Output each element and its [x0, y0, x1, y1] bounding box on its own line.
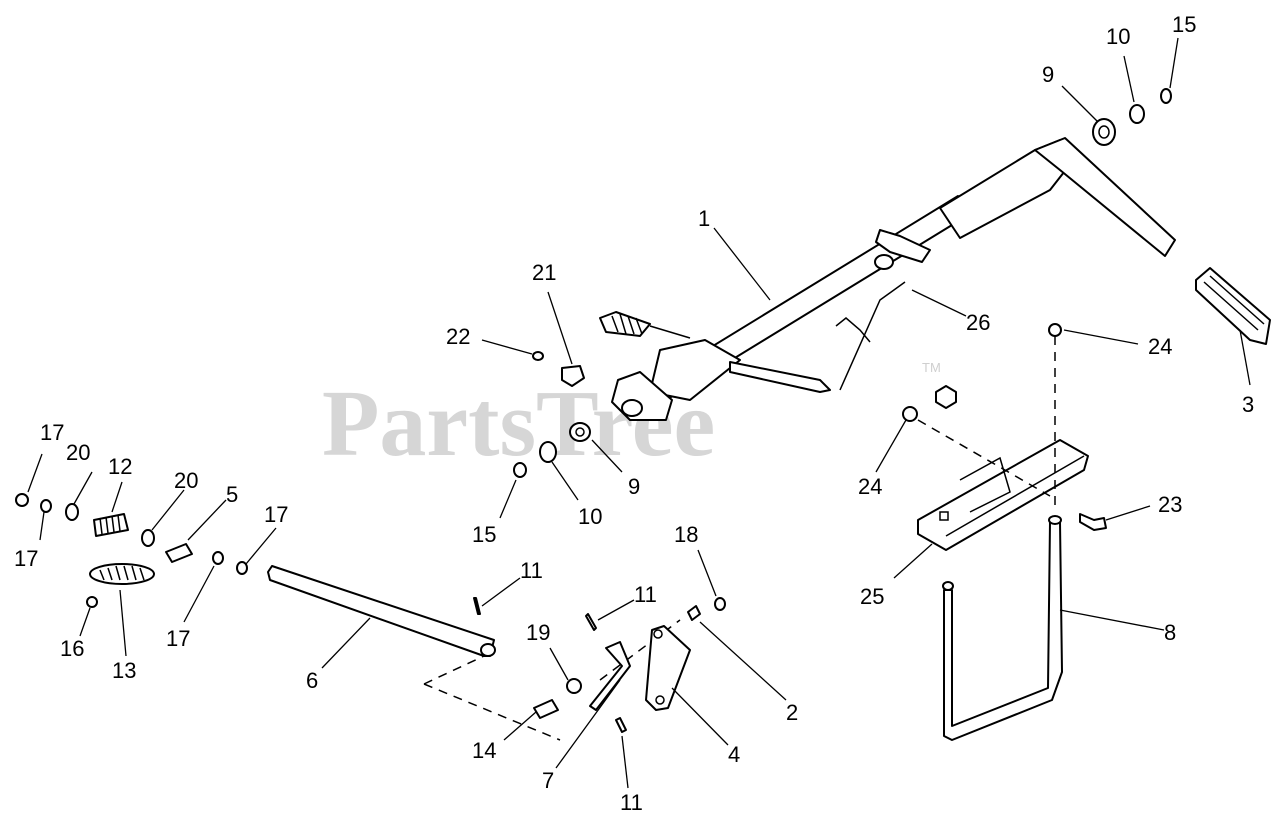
nut-lower-part — [902, 406, 918, 422]
washer-left-b-part — [141, 529, 155, 547]
callout-11-upper-right: 11 — [634, 582, 657, 607]
e-clip-center-part — [513, 462, 527, 478]
callout-24-upper: 24 — [1148, 334, 1172, 359]
callout-labels: 1 2 3 4 5 6 7 8 9 9 10 10 11 11 11 12 13… — [14, 12, 1254, 815]
alignment-line-rod-upper — [423, 655, 485, 685]
pin-c-part — [615, 717, 627, 733]
ring-center-part — [539, 441, 557, 463]
e-clip-top-part — [1160, 88, 1172, 104]
callout-11-upper-left: 11 — [520, 558, 543, 583]
washer-center-part — [569, 422, 591, 442]
small-bolt-part — [532, 351, 544, 361]
u-rod-part — [942, 515, 1063, 741]
callout-23: 23 — [1158, 492, 1182, 517]
nut-left-c-part — [212, 551, 224, 565]
compression-spring-part — [93, 513, 129, 537]
callout-17-right: 17 — [264, 502, 288, 527]
callout-12: 12 — [108, 454, 132, 479]
pedal-shaft-part — [611, 137, 1176, 421]
bracket-bolt-part — [1079, 513, 1107, 531]
callout-13: 13 — [112, 658, 136, 683]
watermark-trademark: TM — [922, 360, 941, 375]
bolt-14-part — [533, 699, 559, 719]
callout-5: 5 — [226, 482, 238, 507]
callout-2: 2 — [786, 700, 798, 725]
pedal-pad-part — [1195, 267, 1271, 345]
pin-2-part — [687, 605, 701, 621]
callout-25: 25 — [860, 584, 884, 609]
callout-17-bottom-left: 17 — [14, 546, 38, 571]
callout-19: 19 — [526, 620, 550, 645]
pin-a-part — [473, 597, 481, 615]
callout-1: 1 — [698, 206, 710, 231]
link-7-part — [589, 641, 631, 711]
callout-20-left: 20 — [66, 440, 90, 465]
bracket-part — [917, 439, 1089, 551]
nut-left-b-part — [40, 499, 52, 513]
long-rod-part — [267, 565, 496, 657]
callout-6: 6 — [306, 668, 318, 693]
callout-4: 4 — [728, 742, 740, 767]
nut-upper-part — [1048, 323, 1062, 337]
washer-top-part — [1092, 118, 1116, 146]
callout-15-top: 15 — [1172, 12, 1196, 37]
leader-lines — [27, 37, 1251, 789]
nut-left-e-part — [86, 596, 98, 608]
washer-19-part — [566, 678, 582, 694]
callout-17-top-left: 17 — [40, 420, 64, 445]
callout-26: 26 — [966, 310, 990, 335]
callout-9-top: 9 — [1042, 62, 1054, 87]
callout-10-top: 10 — [1106, 24, 1130, 49]
callout-3: 3 — [1242, 392, 1254, 417]
callout-11-lower: 11 — [620, 790, 643, 815]
callout-17-bottom: 17 — [166, 626, 190, 651]
shaft-spring-part — [599, 311, 691, 339]
callout-9-center: 9 — [628, 474, 640, 499]
washer-left-a-part — [65, 503, 79, 521]
lever-4-part — [645, 625, 691, 711]
nut-left-a-part — [15, 493, 29, 507]
callout-20-right: 20 — [174, 468, 198, 493]
nut-extra-part — [935, 385, 957, 409]
pin-b-part — [585, 613, 597, 631]
callout-7: 7 — [542, 768, 554, 793]
callout-21: 21 — [532, 260, 556, 285]
callout-15-center: 15 — [472, 522, 496, 547]
callout-10-center: 10 — [578, 504, 602, 529]
callout-24-lower: 24 — [858, 474, 882, 499]
nut-18-part — [714, 597, 726, 611]
alignment-line-rod-lower — [423, 683, 561, 741]
ring-top-part — [1129, 104, 1145, 124]
extension-spring-part — [89, 563, 155, 585]
callout-22: 22 — [446, 324, 470, 349]
callout-18: 18 — [674, 522, 698, 547]
eye-bolt-part — [165, 543, 193, 563]
nut-left-d-part — [236, 561, 248, 575]
clip-part — [561, 365, 585, 387]
callout-14: 14 — [472, 738, 496, 763]
callout-16: 16 — [60, 636, 84, 661]
callout-8: 8 — [1164, 620, 1176, 645]
